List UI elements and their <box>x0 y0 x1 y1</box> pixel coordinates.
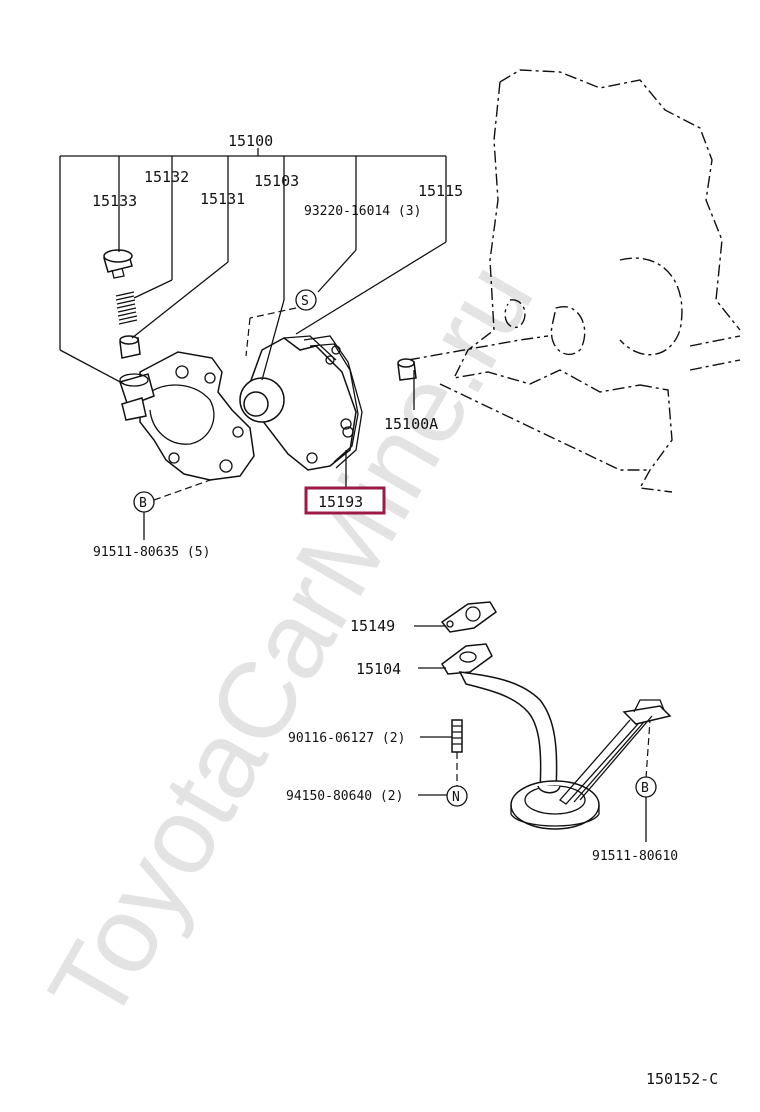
label-91511-80635: 91511-80635 (5) <box>93 545 210 560</box>
symbol-n: N <box>446 785 468 807</box>
oil-strainer-gasket <box>440 601 497 633</box>
relief-plug <box>103 249 133 279</box>
oil-pump-assembly <box>119 335 363 481</box>
oil-strainer <box>441 643 600 830</box>
label-94150-80640: 94150-80640 (2) <box>286 789 403 804</box>
label-90116-06127: 90116-06127 (2) <box>288 731 405 746</box>
stud-bolt <box>451 719 463 753</box>
svg-text:B: B <box>641 781 649 796</box>
label-15149: 15149 <box>350 617 395 635</box>
label-15100a: 15100A <box>384 415 438 433</box>
svg-text:N: N <box>452 790 460 805</box>
relief-spring <box>115 291 138 325</box>
dowel-pin-15100a <box>397 358 417 381</box>
label-93220-16014: 93220-16014 (3) <box>304 204 421 219</box>
label-15100: 15100 <box>228 132 273 150</box>
label-15103: 15103 <box>254 172 299 190</box>
symbol-b-left: B <box>133 491 155 540</box>
label-15132: 15132 <box>144 168 189 186</box>
label-15115: 15115 <box>418 182 463 200</box>
label-15133: 15133 <box>92 192 137 210</box>
top-leaders <box>59 148 447 501</box>
symbol-b-right: B <box>635 776 657 798</box>
symbol-s: S <box>295 289 317 311</box>
relief-valve <box>119 335 141 359</box>
svg-text:S: S <box>301 294 309 309</box>
strainer-bracket <box>559 699 672 805</box>
highlight-box-15193[interactable]: 15193 <box>304 486 386 515</box>
label-15193: 15193 <box>318 493 363 511</box>
label-91511-80610: 91511-80610 <box>592 849 678 864</box>
label-15131: 15131 <box>200 190 245 208</box>
figure-code: 150152-C <box>646 1070 718 1088</box>
svg-text:B: B <box>139 496 147 511</box>
label-15104: 15104 <box>356 660 401 678</box>
engine-block-outline <box>407 69 741 493</box>
bottom-leaders <box>414 625 651 842</box>
